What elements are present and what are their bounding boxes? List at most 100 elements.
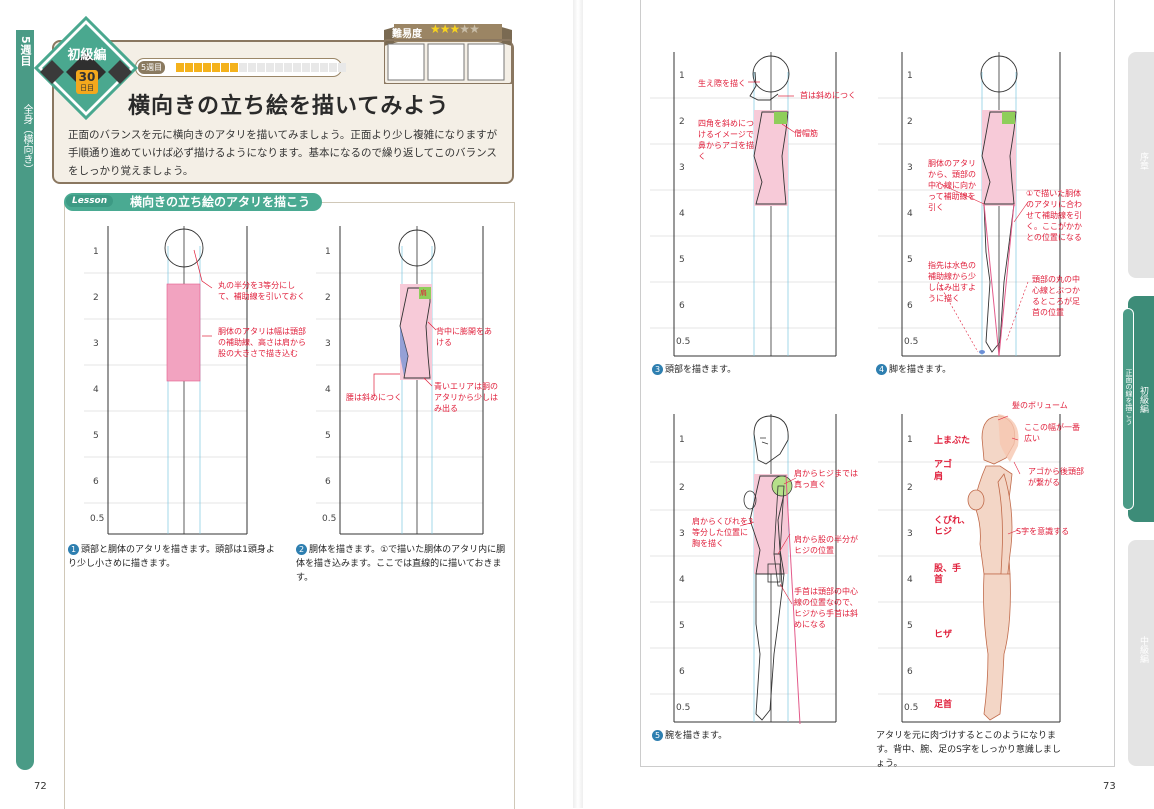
fig1-row-5: 5 — [93, 431, 99, 441]
level-badge — [34, 16, 138, 120]
right-page-frame — [640, 0, 1115, 767]
fig6-row-3: 3 — [907, 529, 913, 539]
fig3-row-2: 2 — [679, 117, 685, 127]
star-icon: ★ — [430, 22, 441, 36]
progress-block — [320, 63, 328, 72]
figure-2-grid — [316, 226, 484, 535]
week-progress-pill: 5週目 — [135, 58, 346, 77]
difficulty-label: 難易度 — [392, 29, 422, 40]
fig6-row-5: 5 — [907, 621, 913, 631]
page-number-right: 73 — [1103, 781, 1116, 792]
fig6-ann-s: S字を意識する — [1016, 527, 1070, 536]
fig2-caption-text: 胴体を描きます。①で描いた胴体のアタリ内に胴体を描き込みます。ここでは直線的に描… — [296, 545, 506, 583]
fig2-ann-back: 背中に膨開をあける — [436, 327, 492, 347]
fig5-ann-shoulder: 肩からヒジまでは真っ直ぐ — [794, 469, 858, 489]
progress-block — [230, 63, 238, 72]
page-number-left: 72 — [34, 781, 47, 792]
fig6-label-eyelid: 上まぶた — [934, 436, 971, 446]
tab-intermediate[interactable]: 中級編 — [1128, 540, 1154, 766]
book-spine — [573, 0, 583, 808]
fig3-ann-hair: 生え際を描く — [698, 79, 746, 88]
fig2-row-half: 0.5 — [322, 514, 337, 524]
fig5-ann-elbow: 肩から股の半分がヒジの位置 — [794, 535, 858, 555]
intro-text: 正面のバランスを元に横向きのアタリを描いてみましょう。正面より少し複雑になります… — [68, 129, 498, 177]
badge-day-unit: 日目 — [80, 84, 94, 92]
fig2-row-6: 6 — [325, 477, 331, 487]
page-title: 横向きの立ち絵を描いてみよう — [128, 94, 450, 119]
fig5-row-4: 4 — [679, 575, 685, 585]
progress-block — [239, 63, 247, 72]
progress-block — [284, 63, 292, 72]
fig5-row-1: 1 — [679, 435, 685, 445]
difficulty-panel — [384, 24, 512, 84]
fig4-row-2: 2 — [907, 117, 913, 127]
progress-block — [266, 63, 274, 72]
fig5-ann-wrist: 手首は頭部の中心線の位置なので、ヒジから手首は斜めになる — [794, 587, 858, 629]
fig3-row-1: 1 — [679, 71, 685, 81]
progress-block — [194, 63, 202, 72]
fig4-caption-num: 4 — [876, 364, 887, 375]
fig6-caption: アタリを元に肉づけするとこのようになります。背中、腕、足のS字をしっかり意識しま… — [876, 731, 1061, 769]
week-label: 5週目 — [138, 61, 166, 74]
fig5-ann-chest: 肩からくびれを3等分した位置に胸を描く — [692, 517, 754, 548]
fig1-row-1: 1 — [93, 247, 99, 257]
fig2-row-3: 3 — [325, 339, 331, 349]
fig3-row-4: 4 — [679, 209, 685, 219]
fig2-ann-waist: 腰は斜めにつく — [346, 393, 402, 402]
fig4-row-3: 3 — [907, 163, 913, 173]
fig4-ann-line: ①で描いた胴体のアタリに合わせて補助線を引く。ここがかかとの位置になる — [1026, 189, 1082, 242]
figure-4-grid — [878, 52, 1061, 357]
fig6-row-half: 0.5 — [904, 703, 919, 713]
star-icon: ★ — [439, 22, 451, 36]
fig1-row-6: 6 — [93, 477, 99, 487]
progress-block — [248, 63, 256, 72]
tab-beginner-sub: 正面の線を描こう — [1125, 369, 1133, 425]
tab-beginner-label: 初級編 — [1138, 386, 1148, 413]
fig1-row-3: 3 — [93, 339, 99, 349]
tab-intermediate-label: 中級編 — [1138, 636, 1148, 663]
fig6-label-crotch: 股、手首 — [934, 564, 962, 585]
progress-block — [275, 63, 283, 72]
fig3-row-5: 5 — [679, 255, 685, 265]
fig2-ann-blue: 青いエリアは胴のアタリから少しはみ出る — [434, 382, 498, 413]
fig2-caption-num: 2 — [296, 544, 307, 555]
progress-block — [257, 63, 265, 72]
fig2-ann-shoulder: 肩 — [420, 289, 427, 297]
fig6-ann-volume: 髪のボリューム — [1012, 401, 1068, 410]
progress-block — [212, 63, 220, 72]
lesson-label: Lesson — [66, 195, 114, 207]
fig4-row-4: 4 — [907, 209, 913, 219]
progress-block — [176, 63, 184, 72]
tab-beginner-sub-box: 正面の線を描こう — [1122, 308, 1134, 510]
fig2-row-5: 5 — [325, 431, 331, 441]
left-side-tab: 5週目 全身（横向き） — [16, 30, 34, 770]
star-icon: ★ — [469, 22, 480, 36]
fig3-ann-muscle: 僧帽筋 — [794, 129, 818, 138]
fig4-row-5: 5 — [907, 255, 913, 265]
fig6-label-waist: くびれ、ヒジ — [934, 516, 971, 537]
difficulty-stars: ★★★★★ — [430, 22, 480, 36]
fig3-caption-text: 頭部を描きます。 — [665, 365, 737, 375]
fig6-row-2: 2 — [907, 483, 913, 493]
fig2-row-2: 2 — [325, 293, 331, 303]
progress-block — [293, 63, 301, 72]
fig5-caption-num: 5 — [652, 730, 663, 741]
tab-intro-label: 序章 — [1138, 152, 1148, 170]
fig4-caption-text: 脚を描きます。 — [889, 365, 952, 375]
progress-block — [311, 63, 319, 72]
fig5-row-6: 6 — [679, 667, 685, 677]
fig4-row-1: 1 — [907, 71, 913, 81]
fig6-label-jaw: アゴ — [934, 460, 953, 470]
fig6-ann-widest: ここの幅が一番広い — [1024, 423, 1080, 443]
fig5-row-2: 2 — [679, 483, 685, 493]
tab-intro[interactable]: 序章 — [1128, 52, 1154, 278]
fig6-label-shoulder: 肩 — [934, 472, 944, 482]
figure-6-grid — [878, 414, 1061, 723]
fig3-row-6: 6 — [679, 301, 685, 311]
fig6-row-4: 4 — [907, 575, 913, 585]
fig2-row-1: 1 — [325, 247, 331, 257]
